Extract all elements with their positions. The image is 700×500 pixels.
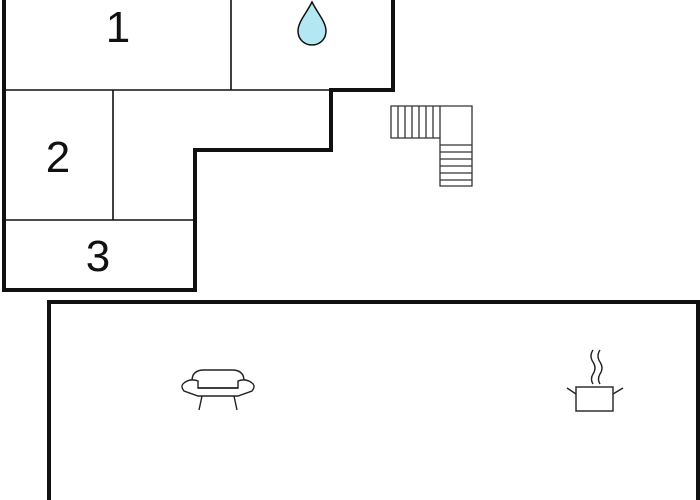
lower-building-outline bbox=[47, 300, 700, 500]
room-label-2: 2 bbox=[46, 133, 70, 182]
pot-body bbox=[575, 386, 614, 412]
upper-building-outline bbox=[2, 0, 395, 292]
pot-handle-right bbox=[612, 387, 624, 395]
sofa-leg-left bbox=[198, 395, 203, 411]
cooking-pot-icon bbox=[566, 349, 624, 412]
sofa-back bbox=[191, 369, 245, 382]
room-label-1: 1 bbox=[106, 3, 130, 52]
pot-steam-left bbox=[590, 349, 596, 385]
sofa-leg-right bbox=[233, 395, 238, 411]
stairs-treads-upper bbox=[397, 106, 441, 138]
sofa-body bbox=[181, 379, 255, 397]
pot-steam-right bbox=[597, 349, 603, 385]
stairs-icon bbox=[390, 105, 473, 187]
interior-walls bbox=[4, 0, 331, 221]
pot-handle-left bbox=[566, 387, 577, 395]
sofa-icon bbox=[181, 369, 255, 411]
room-label-3: 3 bbox=[86, 232, 110, 281]
water-drop-icon bbox=[297, 0, 327, 46]
stairs-treads-lower bbox=[440, 144, 472, 181]
